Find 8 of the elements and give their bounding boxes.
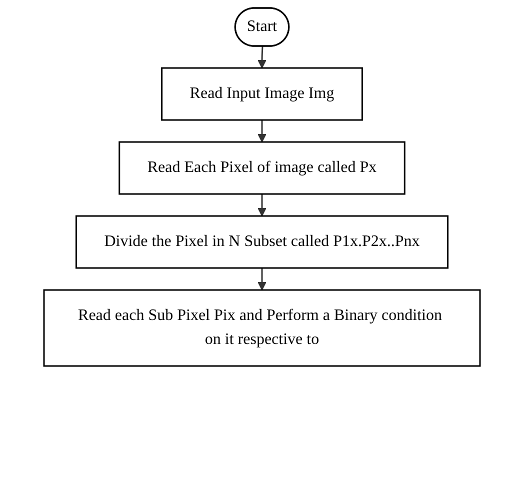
arrow [258,268,266,290]
arrow [258,120,266,142]
node-box: Read Each Pixel of image called Px [118,141,406,195]
node-box: Divide the Pixel in N Subset called P1x.P2x..Pnx [75,215,449,269]
arrow [258,194,266,216]
arrow [258,46,266,68]
node-box: Read Input Image Img [161,67,363,121]
node-box: Read each Sub Pixel Pix and Perform a Binary condition on it respective to [43,289,481,367]
